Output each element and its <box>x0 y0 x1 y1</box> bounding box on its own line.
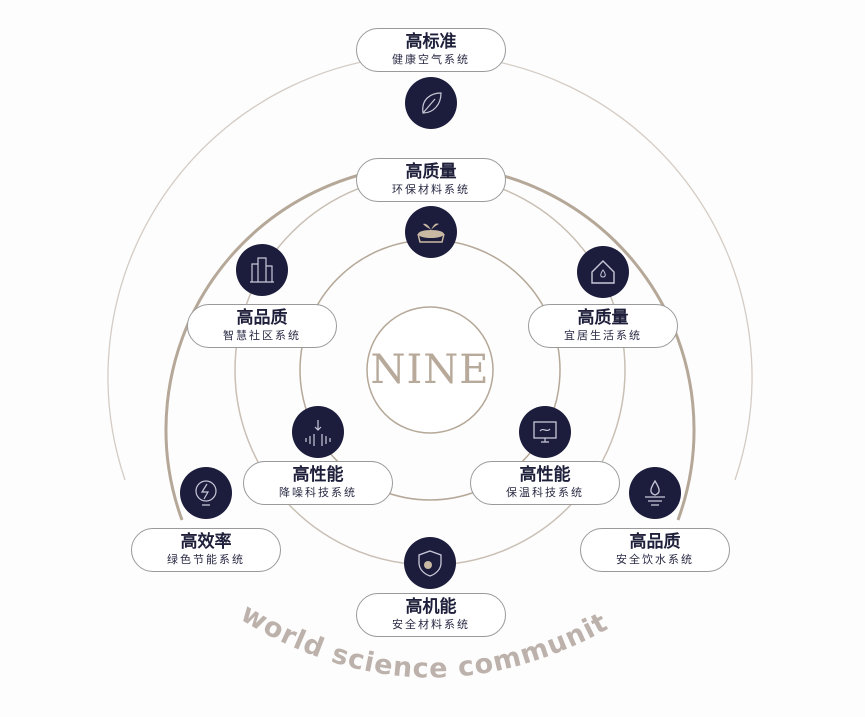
house-icon <box>577 246 629 298</box>
node-insulation: 高性能保温科技系统 <box>470 461 620 505</box>
node-materials: 高质量环保材料系统 <box>356 158 506 202</box>
node-energy: 高效率绿色节能系统 <box>131 528 281 572</box>
node-subtitle: 环保材料系统 <box>392 183 470 196</box>
lightning-icon <box>180 467 232 519</box>
node-noise: 高性能降噪科技系统 <box>243 461 393 505</box>
water-drop-icon <box>629 467 681 519</box>
leaf-icon <box>405 77 457 129</box>
center-circle <box>366 306 494 434</box>
center-logo: NINE <box>370 347 490 393</box>
node-title: 高质量 <box>405 162 457 182</box>
node-subtitle: 智慧社区系统 <box>223 329 301 342</box>
node-subtitle: 保温科技系统 <box>506 486 584 499</box>
buildings-icon <box>236 244 288 296</box>
node-subtitle: 宜居生活系统 <box>564 329 642 342</box>
node-title: 高品质 <box>236 308 288 328</box>
node-subtitle: 绿色节能系统 <box>167 553 245 566</box>
sound-wave-icon <box>292 406 344 458</box>
shield-icon <box>404 537 456 589</box>
monitor-icon <box>519 406 571 458</box>
node-air: 高标准健康空气系统 <box>356 28 506 72</box>
node-title: 高机能 <box>405 597 457 617</box>
node-subtitle: 安全材料系统 <box>392 618 470 631</box>
node-subtitle: 降噪科技系统 <box>279 486 357 499</box>
node-water: 高品质安全饮水系统 <box>580 528 730 572</box>
node-smart-community: 高品质智慧社区系统 <box>187 304 337 348</box>
node-title: 高标准 <box>405 32 457 52</box>
node-subtitle: 安全饮水系统 <box>616 553 694 566</box>
node-safety-materials: 高机能安全材料系统 <box>356 593 506 637</box>
node-living: 高质量宜居生活系统 <box>528 304 678 348</box>
node-subtitle: 健康空气系统 <box>392 53 470 66</box>
sprout-bowl-icon <box>405 206 457 258</box>
node-title: 高质量 <box>577 308 629 328</box>
node-title: 高品质 <box>629 532 681 552</box>
node-title: 高效率 <box>180 532 232 552</box>
node-title: 高性能 <box>519 465 571 485</box>
node-title: 高性能 <box>292 465 344 485</box>
